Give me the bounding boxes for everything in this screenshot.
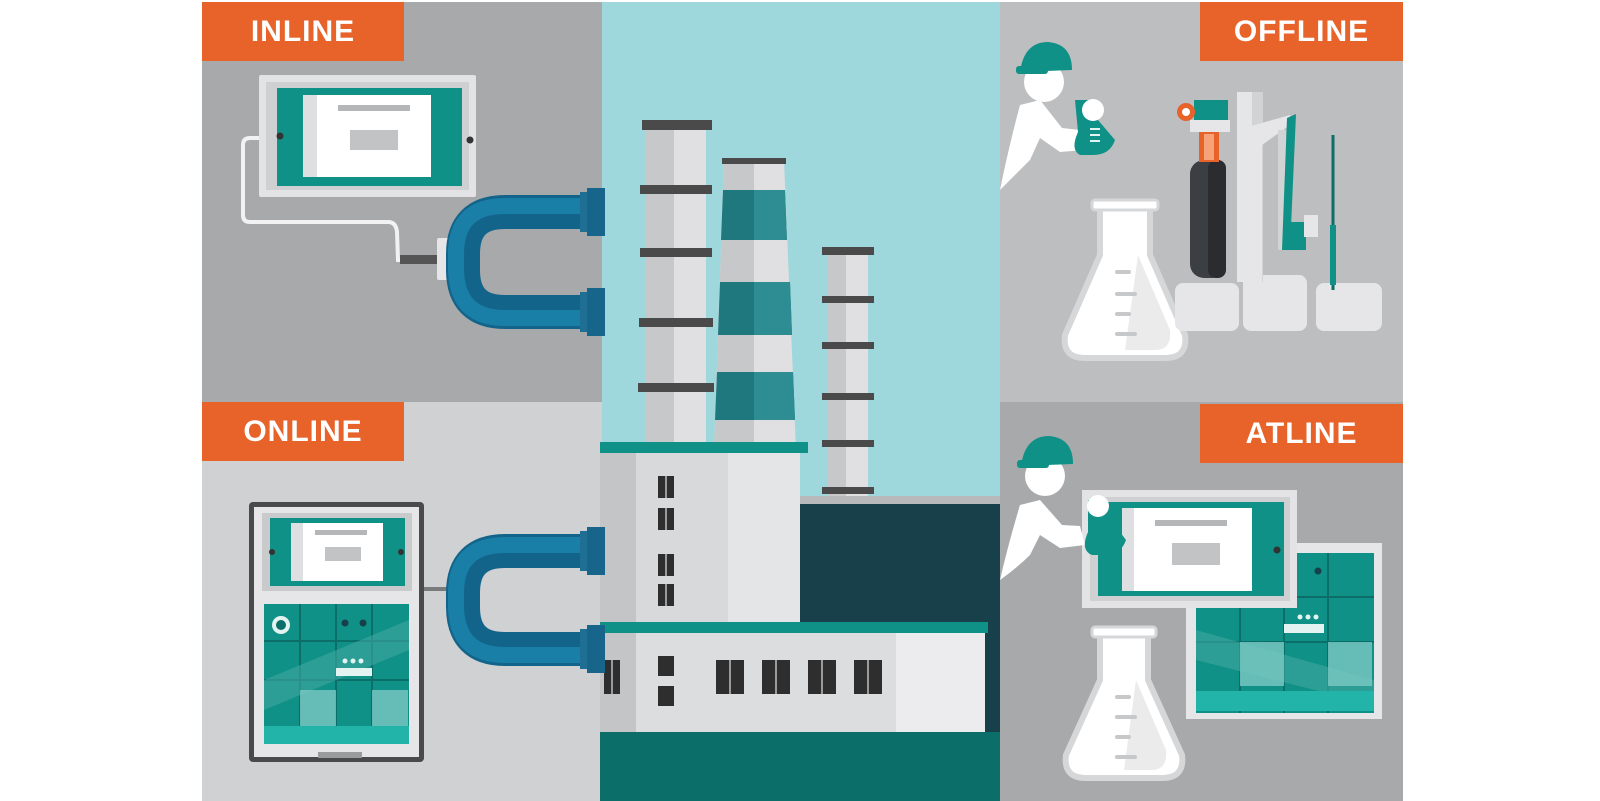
scientist-icon — [1000, 42, 1115, 190]
factory-ground — [600, 732, 1000, 801]
titrator-icon — [1175, 92, 1382, 331]
scientist-tablet-icon — [1000, 436, 1382, 781]
scientist-icon-atline — [1000, 436, 1126, 580]
chimney-left — [638, 120, 714, 450]
factory-icon — [600, 120, 1000, 801]
chimney-middle — [714, 158, 796, 450]
online-pipe — [446, 527, 605, 673]
atline-label: ATLINE — [1200, 404, 1403, 463]
erlenmeyer-flask-icon-atline — [1062, 625, 1186, 781]
tablet-probe-icon — [241, 75, 476, 280]
inline-label: INLINE — [202, 2, 404, 61]
lab-flask-titrator-icon — [1000, 42, 1382, 361]
offline-label: OFFLINE — [1200, 2, 1403, 61]
chimney-right — [822, 247, 874, 500]
online-analyzer-icon — [249, 502, 454, 762]
inline-pipe — [446, 188, 605, 336]
erlenmeyer-flask-icon — [1061, 198, 1189, 361]
online-label: ONLINE — [202, 402, 404, 461]
